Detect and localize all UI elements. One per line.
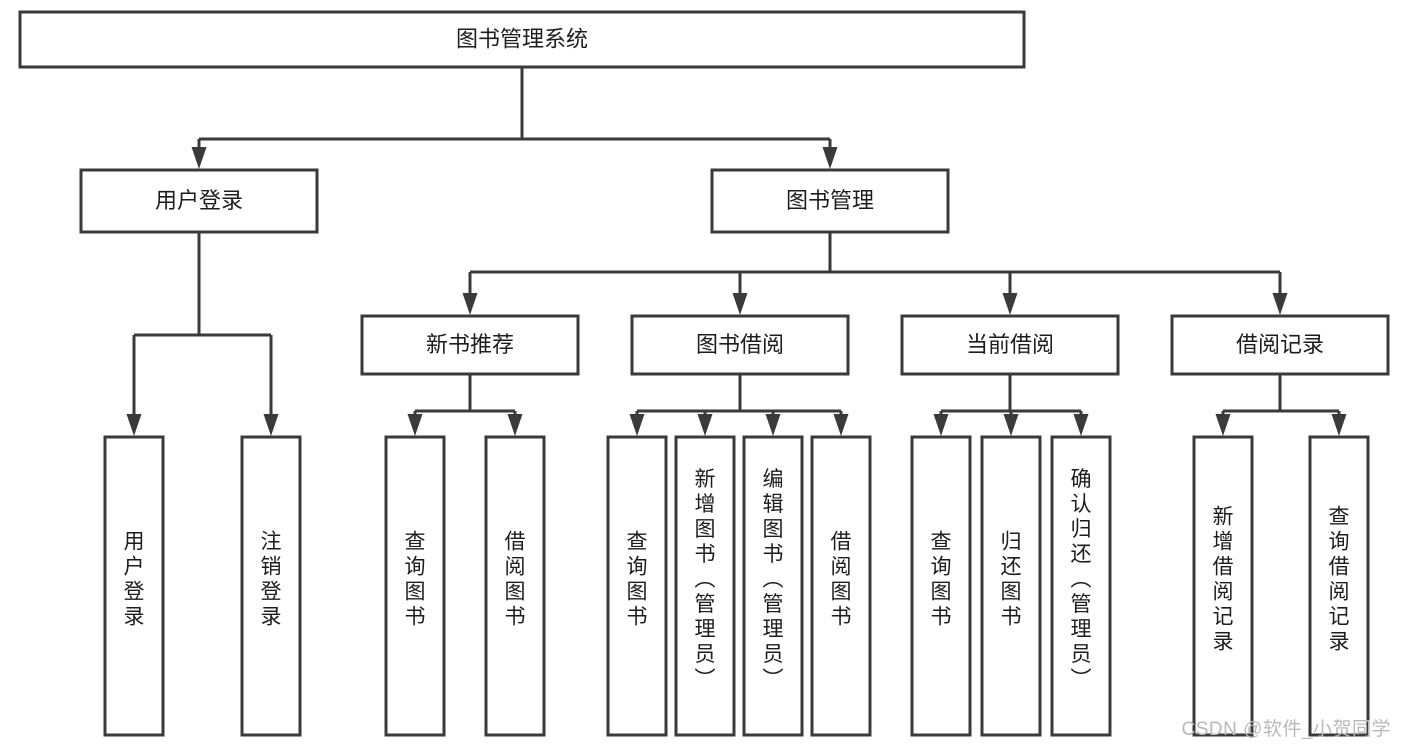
node-box-leaf-query-book-2[interactable] (606, 435, 668, 737)
node-root[interactable]: 图书管理系统 (18, 10, 1026, 69)
node-book-borrow[interactable]: 图书借阅 (630, 314, 850, 376)
node-box-leaf-return-book[interactable] (980, 435, 1042, 737)
edge-group-root (191, 67, 838, 169)
arrow-head-leaf-borrow-book-1 (507, 414, 523, 436)
arrow-head-current-borrow (1002, 293, 1018, 315)
node-label-borrow-record: 借阅记录 (1236, 332, 1324, 357)
node-box-current-borrow[interactable] (900, 314, 1120, 376)
node-label-root: 图书管理系统 (456, 26, 588, 51)
node-box-book-manage[interactable] (710, 168, 950, 234)
node-label-new-book-rec: 新书推荐 (426, 332, 514, 357)
node-label-current-borrow: 当前借阅 (966, 332, 1054, 357)
node-label-leaf-logout: 注销登录 (261, 531, 282, 629)
node-leaf-user-login[interactable]: 用户登录 (103, 435, 165, 737)
node-user-login[interactable]: 用户登录 (79, 168, 319, 234)
edge-group-borrow-record (1215, 374, 1347, 436)
arrow-head-leaf-query-book-3 (933, 414, 949, 436)
arrow-head-leaf-query-book-2 (629, 414, 645, 436)
node-leaf-query-book-2[interactable]: 查询图书 (606, 435, 668, 737)
node-box-leaf-edit-book[interactable] (742, 435, 804, 737)
node-leaf-query-book-3[interactable]: 查询图书 (910, 435, 972, 737)
node-leaf-borrow-book-1[interactable]: 借阅图书 (484, 435, 546, 737)
node-box-user-login[interactable] (79, 168, 319, 234)
arrow-head-book-borrow (732, 293, 748, 315)
arrow-head-book-manage (822, 147, 838, 169)
node-box-leaf-add-book[interactable] (674, 435, 736, 737)
node-box-borrow-record[interactable] (1170, 314, 1390, 376)
node-leaf-logout[interactable]: 注销登录 (240, 435, 302, 737)
node-leaf-confirm-return[interactable]: 确认归还︵管理员︶ (1050, 435, 1112, 737)
node-leaf-query-record[interactable]: 查询借阅记录 (1308, 435, 1370, 737)
node-label-leaf-return-book: 归还图书 (1001, 531, 1022, 629)
node-current-borrow[interactable]: 当前借阅 (900, 314, 1120, 376)
arrow-head-leaf-confirm-return (1073, 414, 1089, 436)
arrow-head-leaf-logout (263, 414, 279, 436)
arrow-head-leaf-add-record (1215, 414, 1231, 436)
edge-group-current-borrow (933, 374, 1089, 436)
arrow-head-leaf-query-record (1331, 414, 1347, 436)
connector-layer (126, 67, 1347, 436)
node-label-leaf-edit-book: 编辑图书︵管理员︶ (763, 468, 784, 691)
csdn-watermark: CSDN @软件_小贺同学 (1181, 719, 1391, 740)
arrow-head-user-login (191, 147, 207, 169)
arrow-head-leaf-edit-book (765, 414, 781, 436)
node-leaf-query-book-1[interactable]: 查询图书 (384, 435, 446, 737)
node-leaf-add-book[interactable]: 新增图书︵管理员︶ (674, 435, 736, 737)
node-book-manage[interactable]: 图书管理 (710, 168, 950, 234)
node-box-leaf-user-login[interactable] (103, 435, 165, 737)
node-layer: 图书管理系统用户登录图书管理新书推荐图书借阅当前借阅借阅记录用户登录注销登录查询… (18, 10, 1390, 737)
node-borrow-record[interactable]: 借阅记录 (1170, 314, 1390, 376)
node-label-book-manage: 图书管理 (786, 188, 874, 213)
node-label-leaf-query-book-3: 查询图书 (931, 531, 952, 629)
node-label-leaf-borrow-book-2: 借阅图书 (831, 531, 852, 629)
arrow-head-leaf-user-login (126, 414, 142, 436)
arrow-head-leaf-add-book (697, 414, 713, 436)
node-box-root[interactable] (18, 10, 1026, 69)
node-label-leaf-add-record: 新增借阅记录 (1213, 506, 1234, 654)
node-box-new-book-rec[interactable] (360, 314, 580, 376)
node-label-leaf-query-book-1: 查询图书 (405, 531, 426, 629)
node-label-leaf-query-record: 查询借阅记录 (1329, 506, 1350, 654)
node-label-book-borrow: 图书借阅 (696, 332, 784, 357)
edge-group-book-manage (462, 232, 1288, 315)
node-box-leaf-query-book-3[interactable] (910, 435, 972, 737)
edge-group-user-login (126, 232, 279, 436)
arrow-head-borrow-record (1272, 293, 1288, 315)
node-box-leaf-logout[interactable] (240, 435, 302, 737)
node-leaf-return-book[interactable]: 归还图书 (980, 435, 1042, 737)
node-label-leaf-add-book: 新增图书︵管理员︶ (695, 468, 716, 691)
node-label-leaf-confirm-return: 确认归还︵管理员︶ (1071, 468, 1092, 691)
arrow-head-leaf-query-book-1 (407, 414, 423, 436)
node-box-leaf-query-book-1[interactable] (384, 435, 446, 737)
node-new-book-rec[interactable]: 新书推荐 (360, 314, 580, 376)
node-label-user-login: 用户登录 (155, 188, 243, 213)
node-label-leaf-borrow-book-1: 借阅图书 (505, 531, 526, 629)
node-box-leaf-borrow-book-1[interactable] (484, 435, 546, 737)
edge-group-new-book-rec (407, 374, 523, 436)
arrow-head-leaf-borrow-book-2 (833, 414, 849, 436)
node-box-leaf-confirm-return[interactable] (1050, 435, 1112, 737)
arrow-head-new-book-rec (462, 293, 478, 315)
edge-group-book-borrow (629, 374, 849, 436)
arrow-head-leaf-return-book (1003, 414, 1019, 436)
node-label-leaf-query-book-2: 查询图书 (627, 531, 648, 629)
node-leaf-borrow-book-2[interactable]: 借阅图书 (810, 435, 872, 737)
node-leaf-add-record[interactable]: 新增借阅记录 (1192, 435, 1254, 737)
node-box-leaf-borrow-book-2[interactable] (810, 435, 872, 737)
node-box-leaf-query-record[interactable] (1308, 435, 1370, 737)
node-box-book-borrow[interactable] (630, 314, 850, 376)
node-leaf-edit-book[interactable]: 编辑图书︵管理员︶ (742, 435, 804, 737)
node-box-leaf-add-record[interactable] (1192, 435, 1254, 737)
node-label-leaf-user-login: 用户登录 (124, 531, 145, 629)
